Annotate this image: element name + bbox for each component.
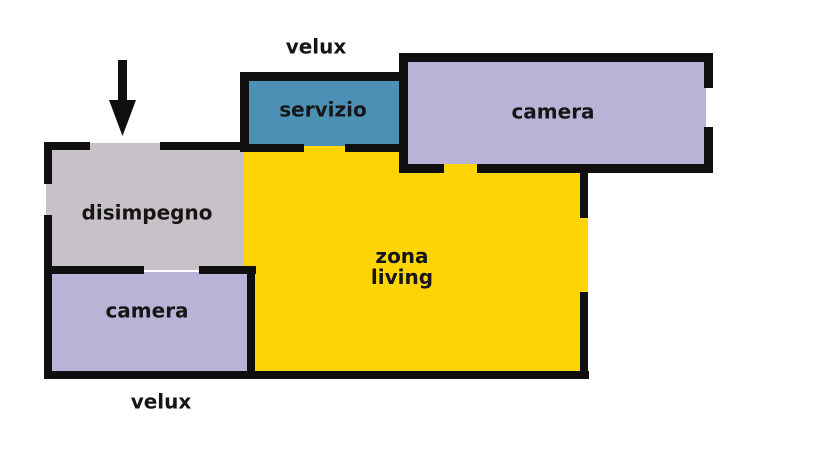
room-servizio-label: servizio <box>279 97 367 122</box>
room-servizio-area <box>247 76 400 146</box>
wall-servizio-camera-divider <box>399 53 408 173</box>
velux-top-label: velux <box>285 34 347 59</box>
wall-camera-nord-bottom-left <box>399 164 444 173</box>
velux-bottom-label: velux <box>130 389 192 414</box>
wall-outer-left-upper <box>44 142 52 184</box>
wall-servizio-top <box>240 72 408 81</box>
wall-outer-left-lower <box>44 215 52 379</box>
wall-disimpegno-top-right <box>160 142 249 150</box>
wall-camera-nord-right-lower <box>704 127 713 173</box>
room-camera-sud-label: camera <box>105 298 189 323</box>
wall-camera-nord-right-upper <box>704 53 713 88</box>
wall-outer-bottom <box>44 371 589 379</box>
wall-living-right-upper <box>580 164 588 218</box>
wall-disimpegno-top-left <box>44 142 90 150</box>
wall-disimpegno-bottom-left <box>44 266 144 274</box>
wall-disimpegno-bottom-right <box>199 266 256 274</box>
room-zona-living-label: zona living <box>370 244 434 289</box>
wall-living-right-lower <box>580 292 588 379</box>
room-camera-sud-area <box>50 272 248 373</box>
entrance-arrow-icon <box>109 60 136 136</box>
room-disimpegno-label: disimpegno <box>81 200 213 225</box>
wall-servizio-bottom-right <box>345 144 408 152</box>
wall-servizio-left <box>240 72 249 152</box>
wall-camera-sud-right <box>247 266 255 379</box>
wall-camera-nord-top <box>399 53 713 62</box>
room-camera-nord-label: camera <box>511 99 595 124</box>
room-disimpegno-area <box>46 143 244 270</box>
wall-servizio-bottom-left <box>240 144 304 152</box>
room-camera-nord-area <box>406 56 706 164</box>
room-zona-living-area <box>240 143 588 375</box>
wall-camera-nord-bottom-right <box>477 164 713 173</box>
